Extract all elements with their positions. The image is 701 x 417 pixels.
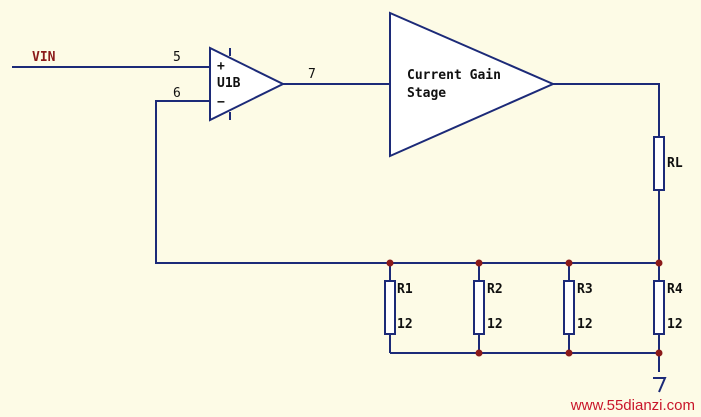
resistor-r2 xyxy=(473,280,485,335)
junction-dot xyxy=(475,259,483,267)
current-gain-stage xyxy=(389,11,556,158)
ground-icon xyxy=(653,377,667,393)
junction-dot xyxy=(655,349,663,357)
resistor-r1-name: R1 xyxy=(397,282,413,297)
feedback-wire xyxy=(155,100,390,264)
junction-dot xyxy=(475,349,483,357)
junction-dot xyxy=(386,259,394,267)
resistor-r4 xyxy=(653,280,665,335)
junction-dot xyxy=(565,349,573,357)
watermark-text: www.55dianzi.com xyxy=(570,397,695,414)
pin-5-label: 5 xyxy=(173,50,181,65)
opamp-plus-sign: + xyxy=(217,59,225,74)
resistor-r2-name: R2 xyxy=(487,282,503,297)
resistor-r4-value: 12 xyxy=(667,317,683,332)
opamp-name: U1B xyxy=(217,76,241,91)
resistor-r1 xyxy=(384,280,396,335)
junction-dot xyxy=(655,259,663,267)
junction-dot xyxy=(565,259,573,267)
opamp-u1b xyxy=(209,46,286,122)
resistor-r4-name: R4 xyxy=(667,282,683,297)
load-resistor-label: RL xyxy=(667,156,683,171)
resistor-r3 xyxy=(563,280,575,335)
opamp-minus-sign: − xyxy=(217,95,225,110)
pin-6-label: 6 xyxy=(173,86,181,101)
pin-7-label: 7 xyxy=(308,67,316,82)
resistor-r3-name: R3 xyxy=(577,282,593,297)
stage-label-line1: Current Gain xyxy=(407,68,501,83)
vin-label: VIN xyxy=(32,50,56,65)
resistor-r1-value: 12 xyxy=(397,317,413,332)
load-resistor-rl xyxy=(653,136,665,191)
resistor-r3-value: 12 xyxy=(577,317,593,332)
stage-output-wire xyxy=(553,83,660,137)
stage-label-line2: Stage xyxy=(407,86,446,101)
resistor-r2-value: 12 xyxy=(487,317,503,332)
